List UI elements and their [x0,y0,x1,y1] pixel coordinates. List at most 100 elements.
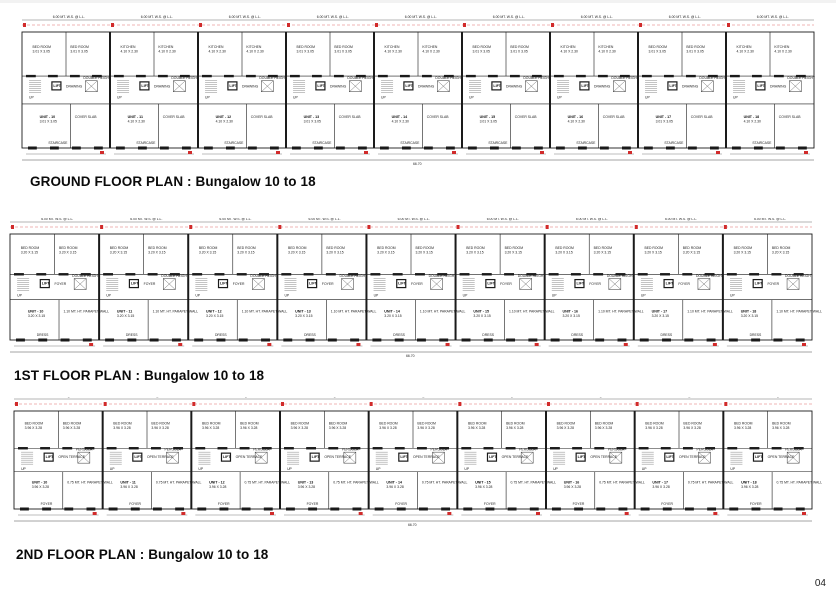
overall-dimension-label: 66.70 [413,162,422,166]
stair-up-label: UP [110,467,115,471]
wall-segment [441,507,451,511]
wall-segment [305,338,315,342]
wall-segment [325,273,336,276]
double-height-void [341,278,354,290]
stair-up-label: UP [557,96,562,100]
wall-segment [598,74,608,78]
party-wall [285,32,287,148]
stair-up-label: UP [293,96,298,100]
room-size-label: 3.96 X 3.28 [240,426,257,430]
double-height-label: DOUBLE HEIGHT [787,76,815,80]
wall-segment [214,273,225,276]
room-name-label: BED ROOM [59,246,78,250]
wall-segment [84,447,95,450]
room-size-label: 3.20 X 3.15 [206,314,223,318]
wall-segment [70,74,80,78]
page-top-border [0,0,836,3]
room-size-label: 4.10 X 2.30 [568,119,585,123]
column-marker [802,512,806,515]
wall-segment [261,338,270,342]
unit-top-dimension-label: 6.00 MT. W.S. @ L.L. [669,15,701,19]
unit-top-dimension-label: 6.00 MT. W.S. @ L.L. [754,218,786,221]
first-floor-plan-title: 1ST FLOOR PLAN : Bungalow 10 to 18 [14,368,265,383]
room-name-label: BED ROOM [240,422,259,426]
stair-up-label: UP [21,467,26,471]
wall-segment [261,447,272,450]
wall-segment [372,447,383,450]
unit-label: UNIT - 18 [741,481,757,485]
column-marker [267,343,272,346]
stair-label: DRESS [393,333,405,337]
wall-segment [595,338,605,342]
wall-segment [468,146,477,150]
party-wall [549,32,551,148]
wall-segment [754,146,763,150]
room-size-label: 3.96 X 3.28 [209,485,226,489]
stair-label: FOYER [218,502,230,506]
room-size-label: 4.10 X 2.30 [128,119,145,123]
wall-segment [263,507,273,511]
wall-segment [236,273,247,276]
column-marker [802,343,806,346]
room-size-label: 4.10 X 2.30 [774,50,791,54]
stair-up-label: UP [198,467,203,471]
room-size-label: 3.20 X 3.15 [148,250,165,254]
lift-label: LIFT [666,455,674,459]
lift-shaft [398,452,409,462]
room-size-label: 3.20 X 3.15 [741,314,758,318]
unit-label: UNIT - 11 [117,309,132,313]
wall-segment [639,338,649,342]
room-size-label: 3.01 X 3.05 [334,50,351,54]
lift-shaft [43,452,54,462]
room-size-label: 4.10 X 2.30 [121,50,138,54]
lift-label: LIFT [581,84,589,88]
room-name-label: KITCHEN [774,45,789,49]
wall-segment [526,273,537,276]
unit-label: UNIT - 11 [128,115,143,119]
double-height-void [608,278,622,290]
wall-segment [94,146,103,150]
cover-slab-label: 0.75 MT. HT. PARAPET WALL [156,481,202,485]
double-height-void [430,278,443,290]
room-size-label: 3.20 X 3.15 [734,250,751,254]
wall-segment [292,146,301,150]
lift-shaft [486,452,498,462]
lift-shaft [39,278,50,289]
room-size-label: 3.01 X 3.05 [686,50,703,54]
room-name-label: KITCHEN [158,45,173,49]
stair-up-label: UP [641,294,646,298]
party-wall [98,234,101,340]
wall-segment [773,507,783,511]
stair-up-label: UP [106,294,111,298]
wall-segment [417,447,427,450]
wall-segment [175,507,185,511]
wall-segment [548,273,559,276]
room-name-label: BED ROOM [734,422,753,426]
room-name-label: BED ROOM [557,422,576,426]
unit-top-dimension-label: 6.00 MT. W.S. @ L.L. [53,15,85,19]
void-cross [609,452,622,464]
lift-label: LIFT [131,282,139,286]
wall-segment [730,74,740,78]
room-size-label: 4.10 X 2.30 [561,50,578,54]
stair-label: STAIRCASE [224,141,244,145]
room-size-label: 3.20 X 3.15 [562,314,579,318]
stair-label: DRESS [571,333,583,337]
stair-up-label: UP [733,96,738,100]
void-cross [343,452,356,464]
double-height-void [698,451,711,464]
wall-segment [461,447,472,450]
double-height-label: DOUBLE HEIGHT [699,76,727,80]
wall-segment [108,507,118,511]
wall-segment [660,273,670,276]
column-marker [15,402,18,406]
double-height-void [519,278,532,290]
party-wall [632,234,635,340]
double-height-label: DOUBLE HEIGHT [429,274,457,278]
wall-segment [751,507,761,511]
unit-label: UNIT - 14 [386,481,402,485]
room-size-label: 3.20 X 3.15 [28,314,45,318]
column-marker [713,512,718,515]
stair-up-label: UP [464,467,469,471]
